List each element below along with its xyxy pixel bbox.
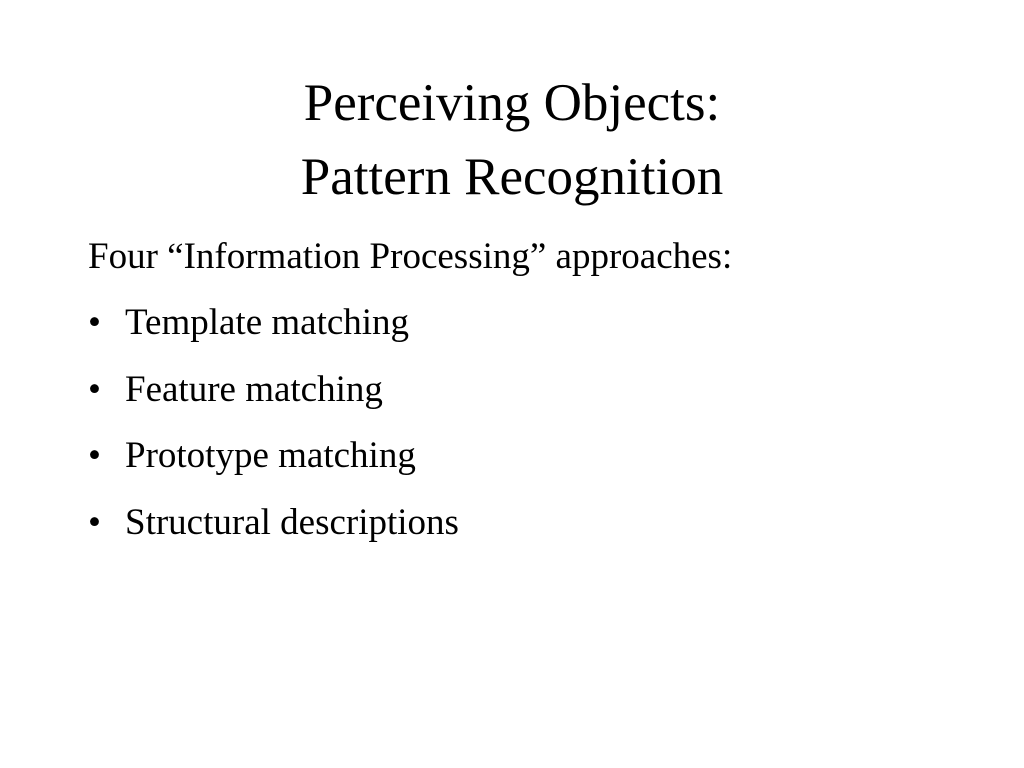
bullet-icon: •: [88, 302, 101, 343]
bullet-icon: •: [88, 368, 101, 410]
bullet-icon: •: [88, 501, 101, 543]
bullet-item-prototype-matching: • Prototype matching: [88, 431, 968, 481]
slide-title: Perceiving Objects: Pattern Recognition: [0, 66, 1024, 214]
bullet-text: Feature matching: [125, 368, 383, 410]
slide-title-line-2: Pattern Recognition: [300, 148, 724, 206]
bullet-text: Prototype matching: [125, 435, 416, 476]
bullet-item-template-matching: • Template matching: [88, 298, 968, 348]
bullet-icon: •: [88, 435, 101, 476]
bullet-item-feature-matching: • Feature matching: [88, 365, 968, 415]
intro-text: Four “Information Processing” approaches…: [88, 236, 733, 277]
slide-title-line-1: Perceiving Objects:: [303, 74, 721, 132]
bullet-text: Template matching: [125, 302, 410, 343]
slide-body: Four “Information Processing” approaches…: [88, 232, 968, 564]
bullet-text: Structural descriptions: [125, 501, 459, 543]
bullet-list: • Template matching • Feature matching •…: [88, 298, 968, 548]
bullet-item-structural-descriptions: • Structural descriptions: [88, 498, 968, 548]
